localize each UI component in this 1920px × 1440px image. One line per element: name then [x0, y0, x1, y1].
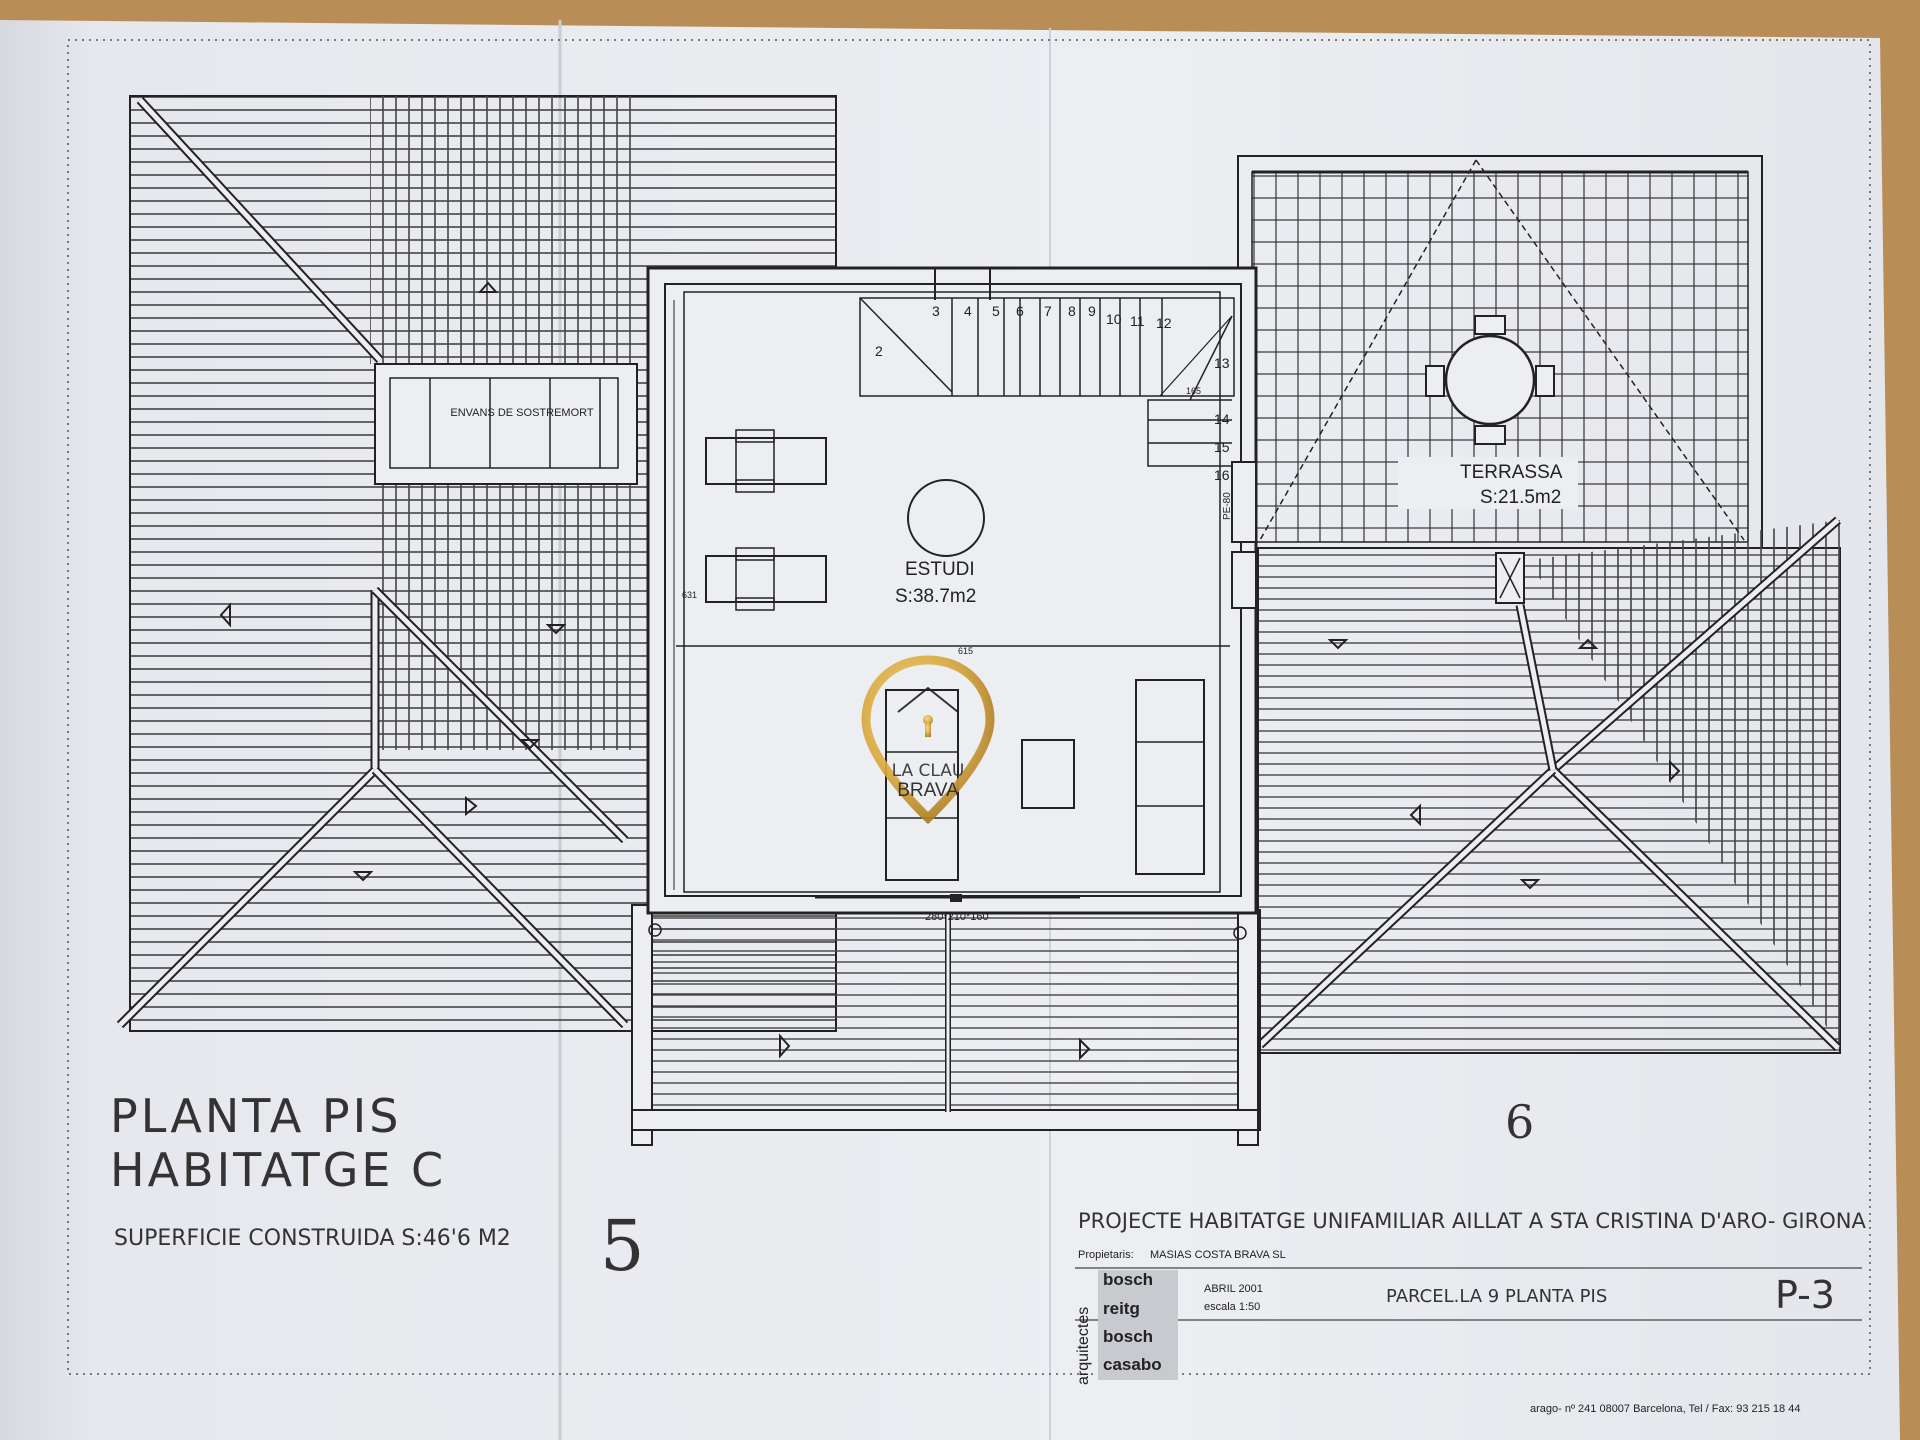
stair-step-2: 2 — [875, 343, 883, 359]
architect-4: casabo — [1103, 1355, 1162, 1374]
terrace: TERRASSA S:21.5m2 — [1237, 155, 1763, 549]
stair-step-3: 3 — [932, 303, 940, 319]
stair-step-8: 8 — [1068, 303, 1076, 319]
surface-label: SUPERFICIE CONSTRUIDA S:46'6 M2 — [114, 1226, 511, 1251]
architect-1: bosch — [1103, 1270, 1153, 1289]
project-title-block: PROJECTE HABITATGE UNIFAMILIAR AILLAT A … — [1075, 1209, 1866, 1415]
address: arago- nº 241 08007 Barcelona, Tel / Fax… — [1530, 1403, 1800, 1415]
stair-step-4: 4 — [964, 303, 972, 319]
architect-3: bosch — [1103, 1327, 1153, 1346]
stair-step-12: 12 — [1156, 315, 1172, 331]
architects-label: arquitectes — [1075, 1307, 1092, 1385]
stair-step-9: 9 — [1088, 303, 1096, 319]
watermark-logo: LA CLAU BRAVA — [861, 655, 995, 825]
estudi-area: S:38.7m2 — [895, 586, 976, 607]
stair-step-10: 10 — [1106, 311, 1122, 327]
terrassa-name: TERRASSA — [1460, 462, 1563, 483]
stair-rail-dimension: 165 — [1186, 386, 1201, 396]
stair-step-7: 7 — [1044, 303, 1052, 319]
scale: escala 1:50 — [1204, 1301, 1260, 1313]
watermark-line-2: BRAVA — [897, 780, 959, 801]
project-title: PROJECTE HABITATGE UNIFAMILIAR AILLAT A … — [1078, 1209, 1866, 1233]
right-roof — [1256, 516, 1842, 1054]
owner-name: MASIAS COSTA BRAVA SL — [1150, 1249, 1286, 1261]
architect-2: reitg — [1103, 1299, 1140, 1318]
owner-label: Propietaris: — [1078, 1249, 1134, 1261]
keyhole-icon — [923, 715, 933, 725]
estudi-name: ESTUDI — [905, 559, 975, 580]
pe-label: PE-80 — [1222, 492, 1233, 520]
location-pin-icon — [861, 655, 995, 825]
handwritten-page-5: 5 — [600, 1205, 645, 1287]
dimension-depth: 631 — [682, 590, 697, 600]
stair-step-13: 13 — [1214, 355, 1230, 371]
handwritten-page-6: 6 — [1505, 1095, 1534, 1149]
stair-step-16: 16 — [1214, 467, 1230, 483]
plan-title-block: PLANTA PIS HABITATGE C SUPERFICIE CONSTR… — [110, 1089, 511, 1251]
stair-step-11: 11 — [1130, 313, 1145, 329]
plan-title-1: PLANTA PIS — [110, 1089, 401, 1143]
plan-title-2: HABITATGE C — [110, 1143, 446, 1197]
sheet-number: P-3 — [1775, 1273, 1835, 1317]
architects-logo — [1098, 1270, 1178, 1380]
dimension-width: 615 — [958, 646, 973, 656]
stair-step-14: 14 — [1214, 411, 1230, 427]
south-deck — [631, 904, 1261, 1146]
date: ABRIL 2001 — [1204, 1283, 1263, 1295]
parcel-label: PARCEL.LA 9 PLANTA PIS — [1386, 1286, 1607, 1307]
stair-step-15: 15 — [1214, 439, 1230, 455]
label-envans: ENVANS DE SOSTREMORT — [450, 407, 594, 419]
stair-step-5: 5 — [992, 303, 1000, 319]
terrassa-area: S:21.5m2 — [1480, 487, 1561, 508]
stair-step-6: 6 — [1016, 303, 1024, 319]
study-room: 2 3 4 5 6 7 8 9 10 11 12 13 14 15 16 165… — [646, 266, 1258, 923]
window-dimension: 280*210*160 — [925, 911, 989, 923]
watermark-line-1: LA CLAU — [892, 761, 965, 781]
